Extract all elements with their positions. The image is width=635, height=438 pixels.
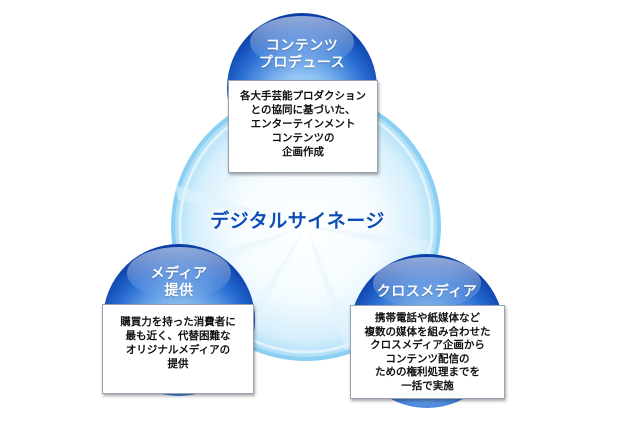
cross-media-desc-line: クロスメディア企画から (370, 339, 485, 351)
content-produce-desc-line: エンターテインメント (250, 118, 356, 130)
cross-media-title-line: クロスメディア (376, 284, 478, 300)
content-produce-desc-line: との協同に基づいた、 (250, 104, 356, 116)
cross-media-desc-line: 複数の媒体を組み合わせた (364, 325, 491, 338)
media-title: メディア 提供 (119, 266, 239, 300)
content-produce-title-line: プロデュース (258, 55, 346, 71)
content-produce-description: 各大手芸能プロダクション との協同に基づいた、 エンターテインメント コンテンツ… (228, 80, 378, 173)
media-title-line: 提供 (164, 283, 194, 299)
cross-media-desc-line: 一括で実施 (401, 379, 454, 392)
media-description: 購買力を持った消費者に 最も近く、代替困難な オリジナルメディアの 提供 (102, 304, 254, 394)
media-desc-line: 提供 (167, 358, 189, 370)
cross-media-desc-line: ための権利処理までを (375, 366, 480, 378)
content-produce-title: コンテンツ プロデュース (237, 38, 367, 72)
content-produce-title-line: コンテンツ (265, 38, 339, 54)
cross-media-desc-line: 携帯電話や紙媒体など (375, 312, 480, 324)
content-produce-desc-line: 各大手芸能プロダクション (240, 90, 366, 102)
content-produce-desc-line: コンテンツの (271, 132, 335, 144)
media-desc-line: オリジナルメディアの (125, 344, 231, 356)
center-title: デジタルサイネージ (210, 210, 385, 232)
media-title-line: メディア (150, 266, 208, 282)
content-produce-desc-line: 企画作成 (282, 146, 324, 158)
media-desc-line: 最も近く、代替困難な (125, 330, 231, 342)
cross-media-description: 携帯電話や紙媒体など 複数の媒体を組み合わせた クロスメディア企画から コンテン… (350, 305, 505, 399)
cross-media-title: クロスメディア (357, 284, 497, 301)
cross-media-desc-line: コンテンツ配信の (385, 352, 470, 365)
media-desc-line: 購買力を持った消費者に (120, 316, 236, 328)
